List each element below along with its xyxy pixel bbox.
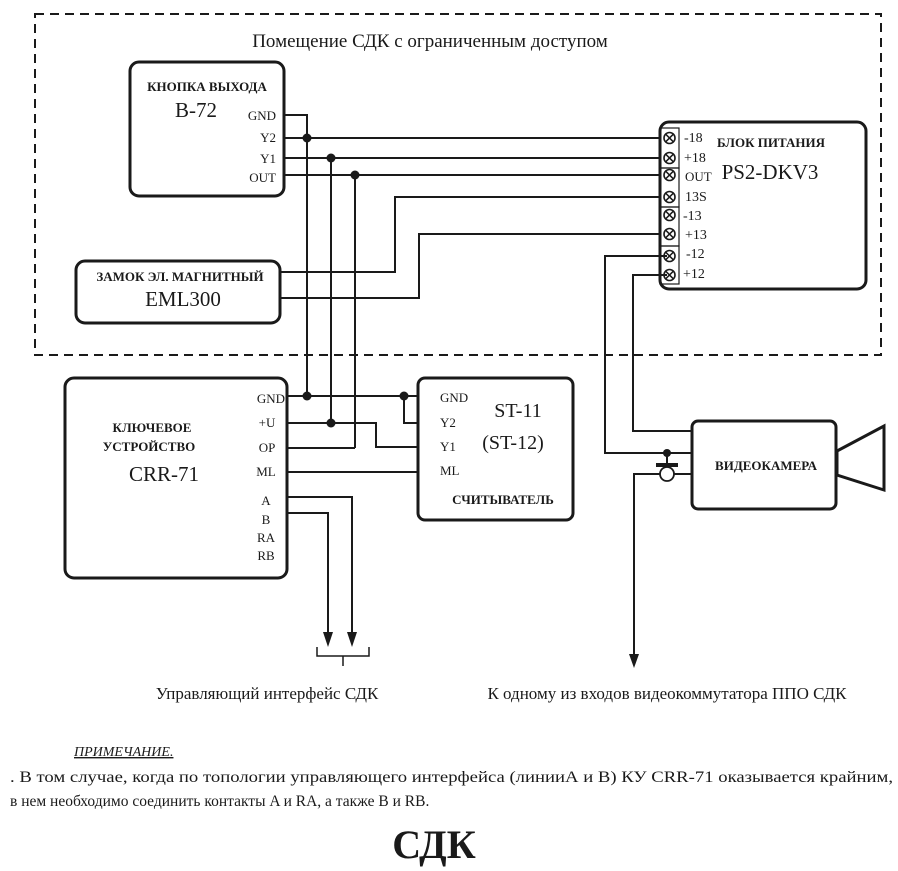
lock-box <box>74 259 282 325</box>
control-interface-label: Управляющий интерфейс СДК <box>156 684 379 703</box>
screw-terminal-icon <box>663 190 676 204</box>
reader-pin-gnd: GND <box>440 390 468 405</box>
key-device-pin-ml: ML <box>256 464 276 479</box>
camera-title: ВИДЕОКАМЕРА <box>715 458 818 473</box>
key-device-title-line1: КЛЮЧЕВОЕ <box>113 420 192 435</box>
arrow-down-icon <box>629 654 639 668</box>
wire-exit-gnd <box>285 114 308 396</box>
screw-terminal-icon <box>663 227 676 241</box>
restricted-zone-border <box>34 13 882 356</box>
screw-terminal-icon <box>663 168 676 182</box>
psu-pin-plus18: +18 <box>684 151 706 166</box>
wire-crr-plus-u <box>287 422 418 448</box>
camera-block: ВИДЕОКАМЕРА <box>690 419 886 511</box>
footer-title: СДК <box>392 822 475 867</box>
junctions <box>302 133 671 457</box>
junction-dot <box>350 170 360 180</box>
wire-reader-y2 <box>403 396 418 424</box>
lock-model: EML300 <box>145 287 221 311</box>
reader-model: ST-11 <box>494 400 541 422</box>
key-device-pin-b: B <box>262 512 271 527</box>
note-line-1: . В том случае, когда по топологии управ… <box>10 769 893 786</box>
note-heading: ПРИМЕЧАНИЕ. <box>73 745 173 760</box>
key-device-pin-a: A <box>261 493 271 508</box>
power-supply-block: БЛОК ПИТАНИЯ PS2-DKV3 -18 +18 OUT 13S -1… <box>658 120 868 291</box>
exit-button-pin-gnd: GND <box>248 108 276 123</box>
psu-pin-plus12: +12 <box>683 267 705 282</box>
arrow-down-icon <box>347 632 357 647</box>
wire-crr-a <box>287 496 353 632</box>
screw-terminal-icon <box>663 208 676 222</box>
wire-lock-plus13 <box>280 233 660 299</box>
power-supply-model: PS2-DKV3 <box>722 160 819 184</box>
reader-pin-y2: Y2 <box>440 415 456 430</box>
arrow-down-icon <box>323 632 333 647</box>
coax-connector-icon <box>656 453 678 482</box>
reader-model-alt: (ST-12) <box>482 432 543 454</box>
reader-pin-y1: Y1 <box>440 439 456 454</box>
junction-dot <box>326 153 336 163</box>
psu-pin-13s: 13S <box>685 190 707 205</box>
junction-dot <box>302 391 312 401</box>
key-device-pin-ra: RA <box>257 530 276 545</box>
key-device-box <box>63 376 289 580</box>
zone-title: Помещение СДК с ограниченным доступом <box>252 31 608 52</box>
interface-brace <box>316 647 370 666</box>
power-supply-title: БЛОК ПИТАНИЯ <box>717 135 826 150</box>
wire-crr-b <box>287 512 329 632</box>
key-device-model: CRR-71 <box>129 462 199 486</box>
key-device-title-line2: УСТРОЙСТВО <box>103 439 196 454</box>
psu-pin-plus13: +13 <box>685 228 707 243</box>
reader-box <box>416 376 575 522</box>
exit-button-pin-y2: Y2 <box>260 130 276 145</box>
psu-pin-out: OUT <box>685 169 712 184</box>
wire-lock-13s <box>280 196 660 273</box>
reader-pin-ml: ML <box>440 463 460 478</box>
lock-block: ЗАМОК ЭЛ. МАГНИТНЫЙ EML300 <box>74 259 282 325</box>
exit-button-block: КНОПКА ВЫХОДА B-72 GND Y2 Y1 OUT <box>128 60 286 198</box>
exit-button-pin-y1: Y1 <box>260 151 276 166</box>
terminal-group-12 <box>659 245 680 285</box>
junction-dot <box>399 391 409 401</box>
psu-pin-minus12: -12 <box>686 247 705 262</box>
wire-psu-minus12 <box>604 255 692 454</box>
psu-pin-minus13: -13 <box>683 209 702 224</box>
exit-button-pin-out: OUT <box>249 170 276 185</box>
screw-terminal-icon <box>663 151 676 165</box>
lock-title: ЗАМОК ЭЛ. МАГНИТНЫЙ <box>96 269 263 284</box>
note-line-2: в нем необходимо соединить контакты A и … <box>10 793 429 810</box>
screw-terminal-icon <box>663 131 676 145</box>
reader-block: GND Y2 Y1 ML ST-11 (ST-12) СЧИТЫВАТЕЛЬ <box>416 376 575 522</box>
junction-dot <box>326 418 336 428</box>
wires <box>280 114 692 666</box>
junction-dot <box>302 133 312 143</box>
exit-button-box <box>128 60 286 198</box>
video-switch-label: К одному из входов видеокоммутатора ППО … <box>487 684 847 703</box>
reader-title: СЧИТЫВАТЕЛЬ <box>452 492 554 507</box>
wire-psu-plus12 <box>632 274 692 432</box>
key-device-pin-rb: RB <box>257 548 275 563</box>
exit-button-title: КНОПКА ВЫХОДА <box>147 79 267 94</box>
camera-lens-icon <box>835 423 886 493</box>
wire-camera-video <box>633 473 692 654</box>
psu-pin-minus18: -18 <box>684 131 703 146</box>
key-device-block: КЛЮЧЕВОЕ УСТРОЙСТВО CRR-71 GND +U OP ML … <box>63 376 289 580</box>
exit-button-model: B-72 <box>175 98 217 122</box>
key-device-pin-op: OP <box>259 440 276 455</box>
key-device-pin-gnd: GND <box>257 391 285 406</box>
key-device-pin-plus-u: +U <box>259 415 276 430</box>
